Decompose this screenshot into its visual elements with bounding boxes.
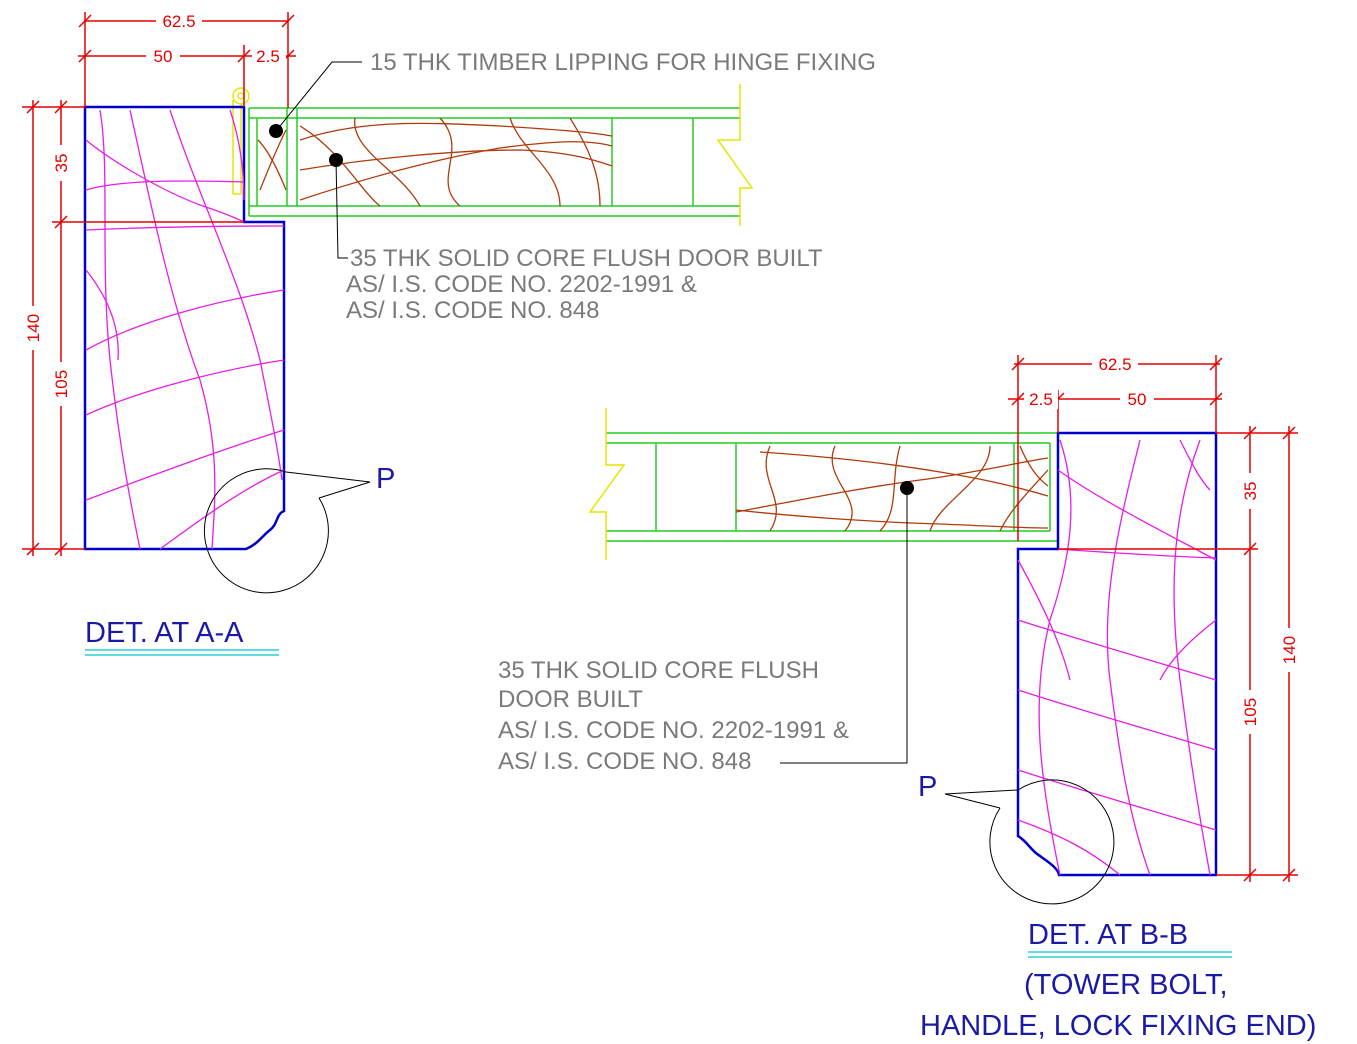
detail-a-frame-grain [85, 109, 285, 550]
detail-b-door-leaf [606, 432, 1059, 542]
detail-a-core-note-line-2: AS/ I.S. CODE NO. 2202-1991 & [346, 271, 697, 298]
detail-b-callout-tag: P [918, 771, 937, 803]
detail-a-dim-remaining-depth: 105 [52, 370, 71, 398]
detail-b-core-note-line-2: DOOR BUILT [498, 686, 643, 713]
detail-a-title: DET. AT A-A [85, 617, 244, 649]
detail-b-dim-rebate: 35 [1241, 482, 1260, 501]
detail-a-dim-overall-depth: 140 [24, 314, 43, 342]
detail-a-door-leaf [248, 107, 740, 217]
detail-a-callout-tag: P [376, 463, 395, 495]
detail-b-core-leader [780, 488, 908, 764]
detail-b-core-note-line-1: 35 THK SOLID CORE FLUSH [498, 657, 819, 684]
detail-a-dim-overall-width: 62.5 [162, 12, 195, 31]
detail-b-title: DET. AT B-B [1028, 919, 1188, 951]
detail-b-dim-text-bg [1024, 354, 1299, 734]
detail-b-break-line [588, 408, 626, 560]
detail-a-dimensions [22, 12, 296, 556]
detail-b-dim-remaining-depth: 105 [1241, 698, 1260, 726]
detail-b-dim-frame-width: 50 [1128, 390, 1147, 409]
detail-b-dim-gap: 2.5 [1029, 390, 1053, 409]
detail-a-dim-gap: 2.5 [256, 47, 280, 66]
detail-a: 15 THK TIMBER LIPPING FOR HINGE FIXING 3… [22, 11, 876, 656]
detail-a-hinge-icon [232, 87, 250, 195]
detail-b-core-grain [735, 445, 1049, 532]
detail-b-dim-overall-width: 62.5 [1098, 355, 1131, 374]
detail-a-core-note-line-1: 35 THK SOLID CORE FLUSH DOOR BUILT [350, 245, 823, 272]
detail-b-core-note-line-3: AS/ I.S. CODE NO. 2202-1991 & [498, 717, 849, 744]
detail-a-lipping-note: 15 THK TIMBER LIPPING FOR HINGE FIXING [370, 49, 876, 76]
detail-b-core-note-line-4: AS/ I.S. CODE NO. 848 [498, 748, 751, 775]
detail-a-dim-rebate: 35 [52, 154, 71, 173]
detail-b-dim-overall-depth: 140 [1280, 636, 1299, 664]
detail-a-dim-frame-width: 50 [154, 47, 173, 66]
detail-b: 35 THK SOLID CORE FLUSH DOOR BUILT AS/ I… [498, 354, 1316, 1042]
detail-a-frame [83, 105, 286, 551]
detail-b-frame-grain [1017, 439, 1217, 876]
detail-a-dim-text-bg [23, 11, 286, 406]
detail-a-leaders [275, 61, 362, 259]
detail-b-subtitle-line-2: HANDLE, LOCK FIXING END) [920, 1010, 1316, 1042]
detail-a-callout-bubble [203, 468, 371, 594]
detail-a-break-line [716, 84, 754, 226]
detail-a-core-note-line-3: AS/ I.S. CODE NO. 848 [346, 297, 599, 324]
detail-a-core-grain [257, 117, 613, 207]
detail-b-frame [1016, 431, 1218, 877]
detail-b-callout-bubble [944, 779, 1115, 905]
detail-b-subtitle-line-1: (TOWER BOLT, [1024, 969, 1228, 1001]
